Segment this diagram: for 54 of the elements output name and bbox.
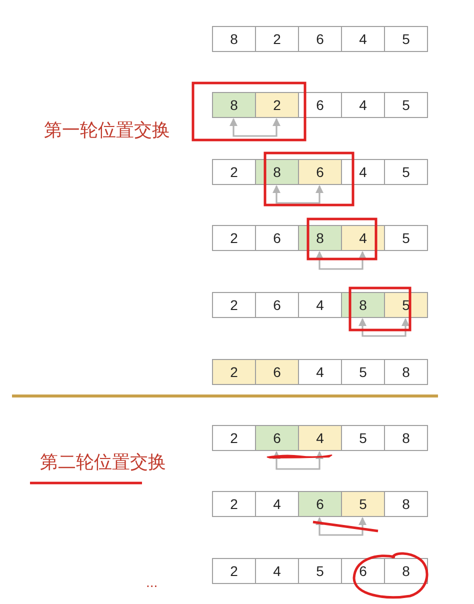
- swap-arrow: [358, 318, 410, 337]
- number-cell: 2: [212, 491, 256, 517]
- number-cell: 4: [298, 292, 342, 318]
- number-cell: 8: [384, 491, 428, 517]
- number-cell: 4: [341, 92, 385, 118]
- number-cell: 2: [212, 425, 256, 451]
- section-heading: 第二轮位置交换: [40, 451, 166, 474]
- swap-arrow: [316, 251, 366, 270]
- swap-arrow: [272, 451, 324, 470]
- swap-arrow: [316, 517, 366, 536]
- number-cell: 2: [212, 159, 256, 185]
- number-cell: 8: [298, 225, 342, 251]
- number-cell: 8: [255, 159, 299, 185]
- number-cell: 6: [255, 425, 299, 451]
- number-cell: 4: [298, 425, 342, 451]
- number-cell: 8: [212, 92, 256, 118]
- number-cell: 5: [298, 558, 342, 584]
- number-cell: 5: [341, 359, 385, 385]
- section-heading: ...: [146, 573, 158, 592]
- section-heading: 第一轮位置交换: [44, 119, 170, 142]
- number-cell: 5: [341, 425, 385, 451]
- number-cell: 8: [341, 292, 385, 318]
- number-cell: 4: [255, 558, 299, 584]
- swap-arrow: [272, 185, 324, 204]
- number-cell: 4: [255, 491, 299, 517]
- number-cell: 5: [384, 92, 428, 118]
- number-cell: 5: [384, 225, 428, 251]
- number-cell: 2: [212, 292, 256, 318]
- number-cell: 5: [384, 159, 428, 185]
- swap-arrow: [230, 118, 280, 137]
- number-cell: 8: [384, 425, 428, 451]
- number-cell: 6: [255, 292, 299, 318]
- number-cell: 4: [341, 26, 385, 52]
- number-cell: 6: [341, 558, 385, 584]
- number-cell: 2: [255, 92, 299, 118]
- number-cell: 4: [341, 225, 385, 251]
- number-cell: 8: [384, 558, 428, 584]
- number-cell: 2: [212, 225, 256, 251]
- number-cell: 4: [341, 159, 385, 185]
- number-cell: 2: [212, 359, 256, 385]
- number-cell: 5: [384, 292, 428, 318]
- number-cell: 2: [212, 558, 256, 584]
- number-cell: 6: [255, 359, 299, 385]
- number-cell: 5: [341, 491, 385, 517]
- number-cell: 6: [298, 491, 342, 517]
- number-cell: 6: [298, 159, 342, 185]
- number-cell: 6: [298, 92, 342, 118]
- number-cell: 8: [212, 26, 256, 52]
- number-cell: 4: [298, 359, 342, 385]
- number-cell: 6: [255, 225, 299, 251]
- number-cell: 6: [298, 26, 342, 52]
- number-cell: 5: [384, 26, 428, 52]
- number-cell: 8: [384, 359, 428, 385]
- number-cell: 2: [255, 26, 299, 52]
